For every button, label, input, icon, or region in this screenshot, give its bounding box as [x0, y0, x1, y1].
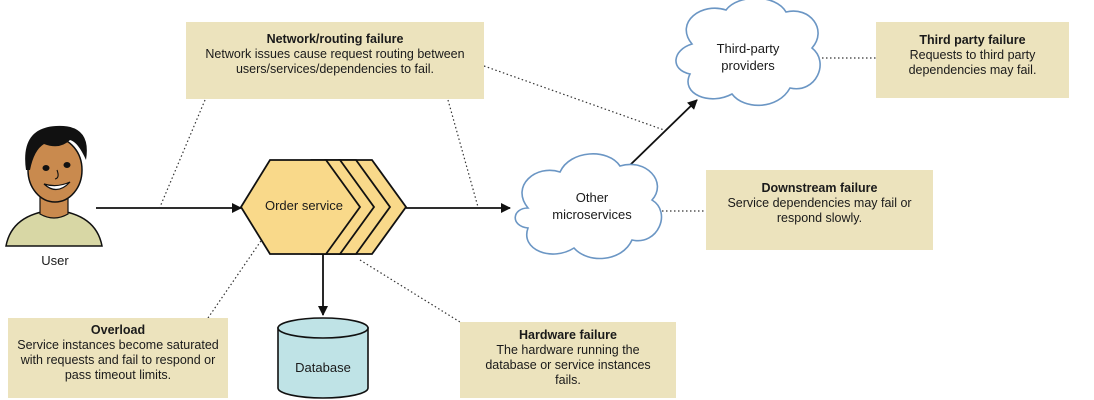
microservices-label-line2: microservices: [552, 207, 632, 222]
connector-overload: [207, 234, 266, 319]
dotted-connectors: [159, 57, 876, 323]
user-icon: [5, 125, 103, 247]
third-party-failure-description: Requests to third party dependencies may…: [908, 48, 1037, 77]
database-label: Database: [295, 360, 351, 375]
hardware-failure-title: Hardware failure: [519, 328, 617, 342]
user-label: User: [41, 253, 69, 268]
connector-hardware: [359, 259, 461, 323]
third-party-failure-title: Third party failure: [919, 33, 1026, 47]
network-failure-description: Network issues cause request routing bet…: [205, 47, 465, 76]
connector-network-right: [483, 65, 665, 131]
order-service-node: [239, 159, 408, 255]
third-party-label-line1: Third-party: [716, 41, 780, 56]
downstream-failure-description: Service dependencies may fail or respond…: [727, 196, 912, 225]
order-service-label: Order service: [264, 198, 344, 213]
overload-callout: Overload Service instances become satura…: [8, 318, 228, 398]
arrow-microservices-to-third-party: [627, 99, 698, 168]
third-party-label-line2: providers: [721, 58, 775, 73]
connector-network-left: [159, 99, 206, 208]
hardware-failure-callout: Hardware failure The hardware running th…: [460, 322, 676, 398]
downstream-failure-callout: Downstream failure Service dependencies …: [706, 170, 933, 250]
downstream-failure-title: Downstream failure: [761, 181, 878, 195]
connector-network-mid: [447, 99, 479, 208]
flow-arrows: [96, 99, 698, 316]
third-party-cloud: [675, 0, 821, 107]
third-party-failure-callout: Third party failure Requests to third pa…: [876, 22, 1069, 98]
network-failure-title: Network/routing failure: [266, 32, 404, 46]
other-microservices-label: Other microservices: [540, 189, 644, 223]
hardware-failure-description: The hardware running the database or ser…: [485, 343, 651, 387]
microservices-label-line1: Other: [575, 190, 609, 205]
network-failure-callout: Network/routing failure Network issues c…: [186, 22, 484, 99]
third-party-providers-label: Third-party providers: [696, 40, 800, 74]
database-node: [277, 317, 369, 399]
microservices-cloud: [514, 153, 663, 260]
overload-title: Overload: [90, 323, 146, 337]
overload-description: Service instances become saturated with …: [17, 338, 219, 382]
